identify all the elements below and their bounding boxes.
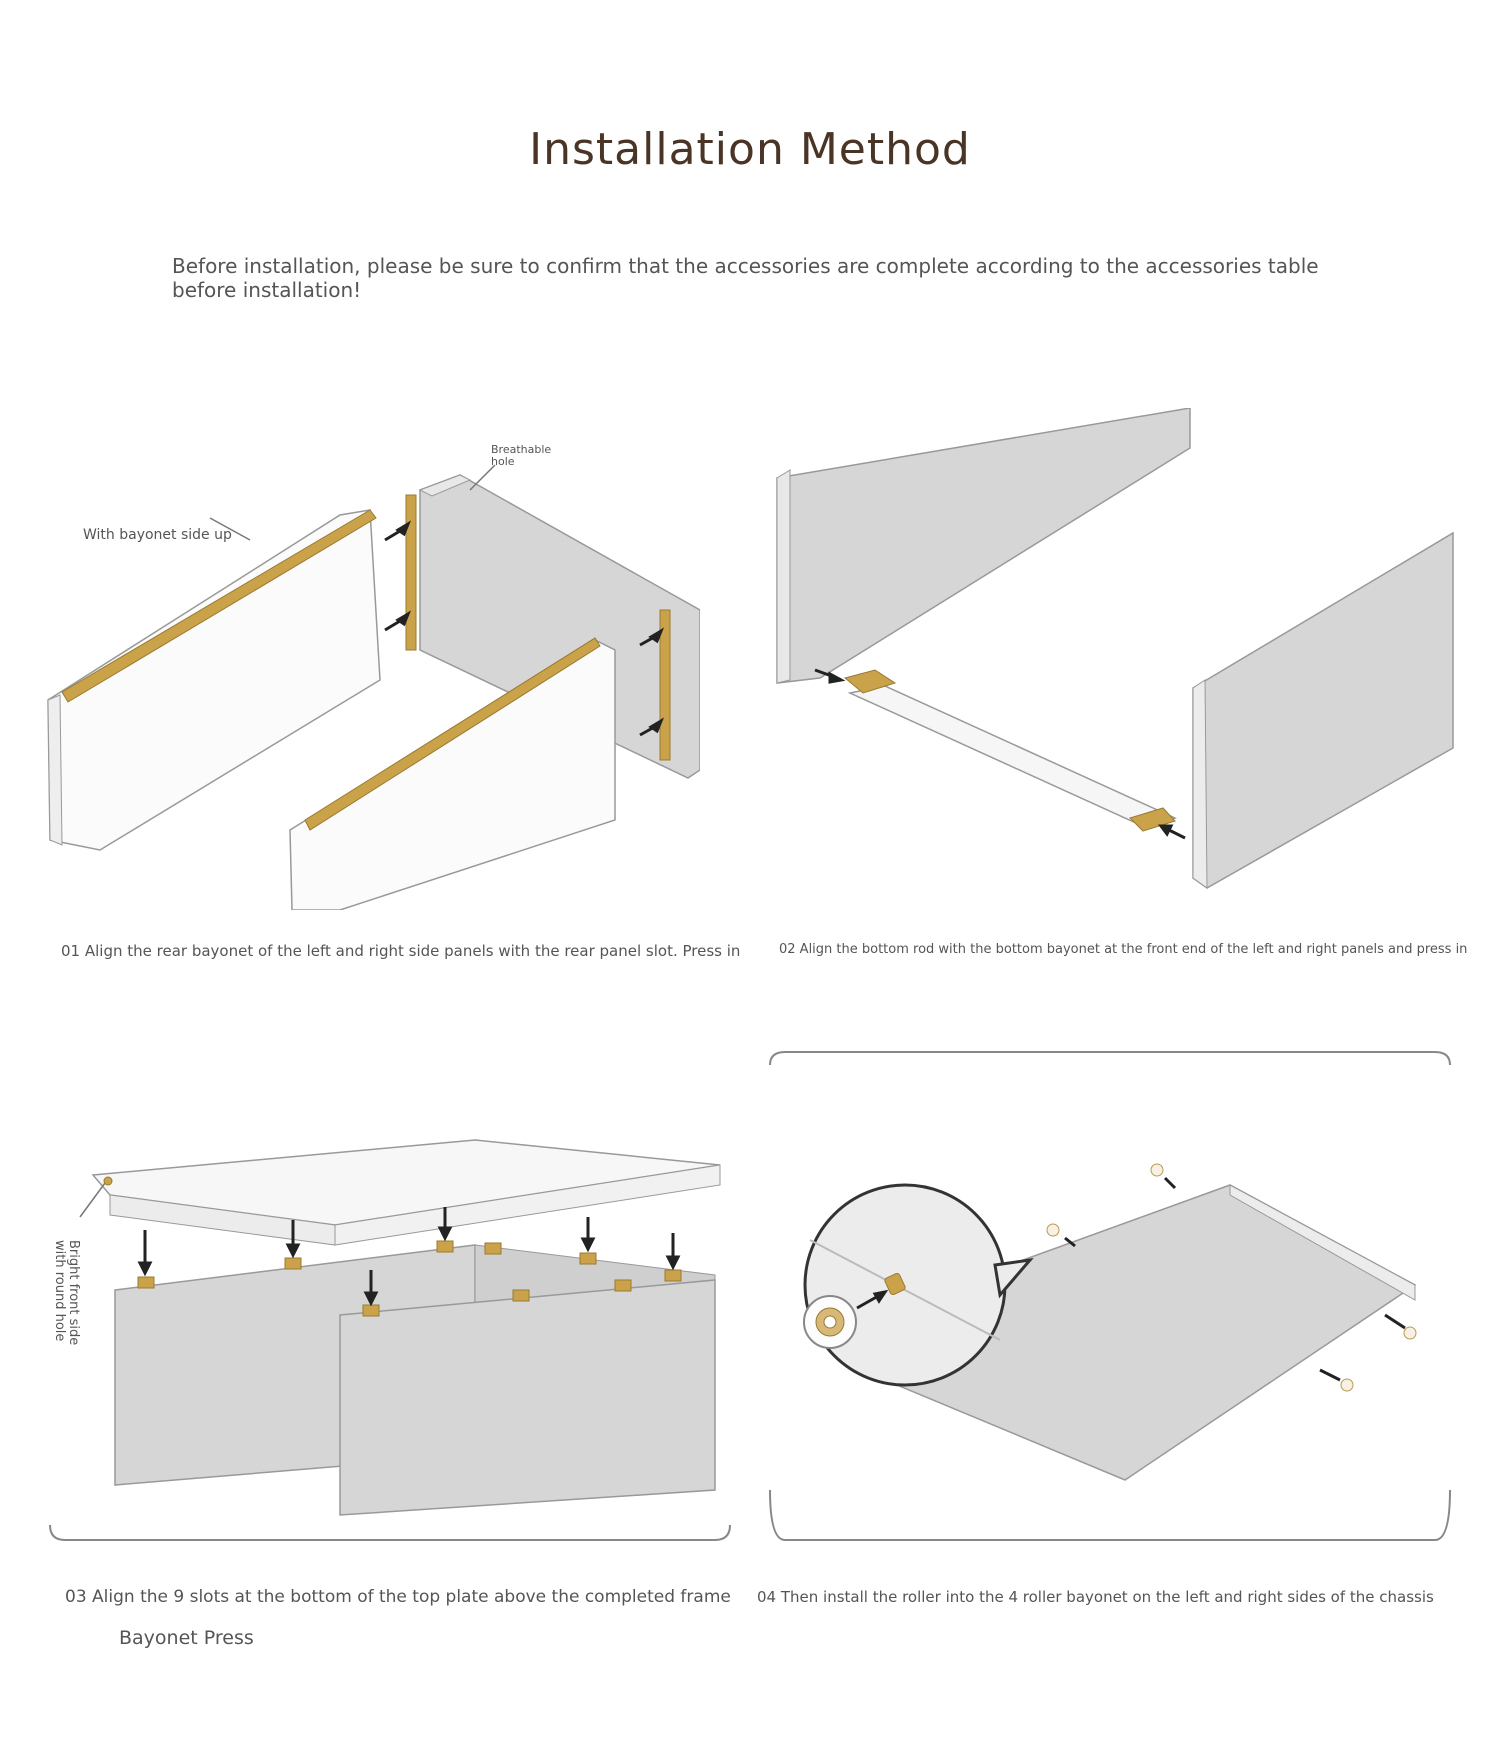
label-bayonet-side-up: With bayonet side up — [83, 527, 232, 543]
rod-bayonet-rear — [1129, 807, 1176, 832]
bayonet-rail-right — [304, 637, 601, 831]
right-panel — [1192, 531, 1454, 889]
bottom-rod — [847, 685, 1177, 829]
step-3-caption: 03 Align the 9 slots at the bottom of th… — [65, 1587, 731, 1607]
step-4-diagram — [769, 1051, 1451, 1541]
label-round-hole: Bright front side with round hole — [52, 1240, 81, 1346]
step-4-caption: 04 Then install the roller into the 4 ro… — [757, 1588, 1434, 1606]
step-3-diagram — [49, 1139, 731, 1541]
roller-icon — [803, 1295, 857, 1349]
step-2-diagram — [776, 408, 1454, 889]
rod-bayonet-front — [843, 669, 897, 694]
roller-detail-magnifier — [803, 1183, 1007, 1387]
frame-front-panel — [339, 1279, 716, 1516]
step-1-caption: 01 Align the rear bayonet of the left an… — [61, 942, 741, 960]
top-plate-slots — [137, 1240, 682, 1317]
step-1-diagram — [47, 464, 700, 910]
step-2-caption: 02 Align the bottom rod with the bottom … — [779, 942, 1468, 957]
left-panel-upper — [776, 408, 1191, 684]
step-3-caption-cont: Bayonet Press — [119, 1627, 254, 1649]
page-title: Installation Method — [529, 124, 971, 175]
intro-notice: Before installation, please be sure to c… — [172, 254, 1319, 302]
small-rollers — [1046, 1163, 1417, 1392]
bayonet-rail-left — [61, 509, 377, 703]
label-breathable-hole: Breathable hole — [491, 443, 552, 468]
rear-bayonet-strip — [405, 494, 417, 651]
insert-arrows — [384, 520, 665, 737]
